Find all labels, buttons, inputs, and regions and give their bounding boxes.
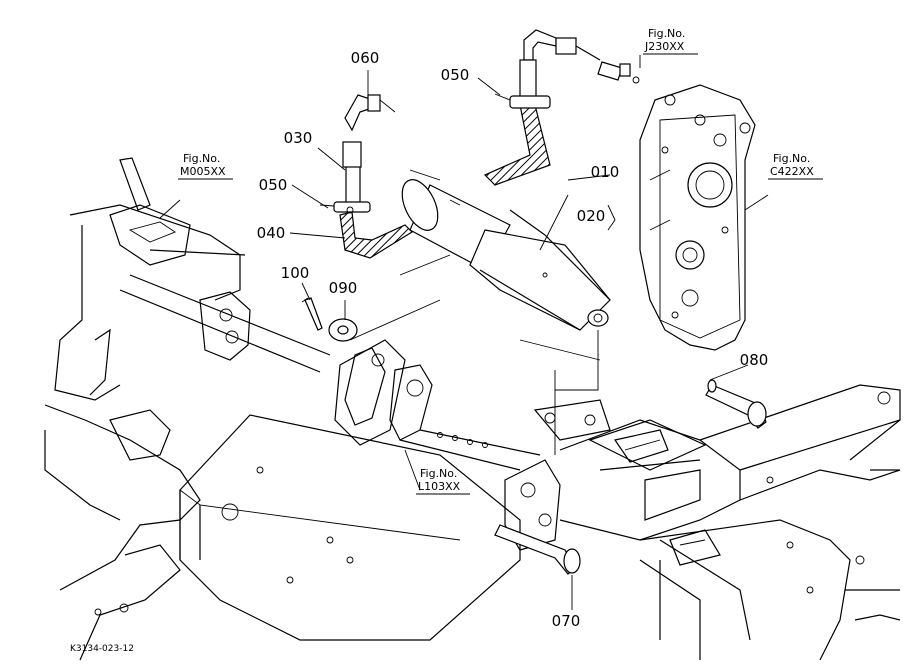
- leader-lines: [159, 55, 769, 610]
- part-label-020: 020: [577, 207, 606, 225]
- figure-references: Fig.No. M005XX Fig.No. J230XX Fig.No. C4…: [178, 27, 823, 495]
- part-label-030: 030: [284, 129, 313, 147]
- part-label-080: 080: [740, 351, 769, 369]
- part-label-090: 090: [329, 279, 358, 297]
- fig-ref-c422-code: C422XX: [770, 165, 814, 178]
- hydraulic-hoses-drawing: [319, 29, 640, 259]
- fig-ref-l103-code: L103XX: [418, 480, 461, 493]
- fig-ref-c422-heading: Fig.No.: [773, 152, 810, 165]
- part-label-040: 040: [257, 224, 286, 242]
- part-labels: 060 050 030 050 040 010 020 100 090 080 …: [257, 49, 769, 630]
- part-label-100: 100: [281, 264, 310, 282]
- part-label-050-left: 050: [259, 176, 288, 194]
- fig-ref-j230-heading: Fig.No.: [648, 27, 685, 40]
- drawing-code: K3134-023-12: [70, 644, 134, 654]
- tractor-frame-drawing: [44, 157, 901, 661]
- part-label-070: 070: [552, 612, 581, 630]
- part-label-010: 010: [591, 163, 620, 181]
- hydraulic-cylinder-drawing: [401, 179, 611, 331]
- fig-ref-j230-code: J230XX: [644, 40, 685, 53]
- pins-washer-clip-drawing: [301, 297, 767, 575]
- valve-body-drawing: [639, 84, 756, 351]
- fig-ref-m005-heading: Fig.No.: [183, 152, 220, 165]
- part-label-050-top: 050: [441, 66, 470, 84]
- fig-ref-l103-heading: Fig.No.: [420, 467, 457, 480]
- fig-ref-m005-code: M005XX: [180, 165, 226, 178]
- part-label-060: 060: [351, 49, 380, 67]
